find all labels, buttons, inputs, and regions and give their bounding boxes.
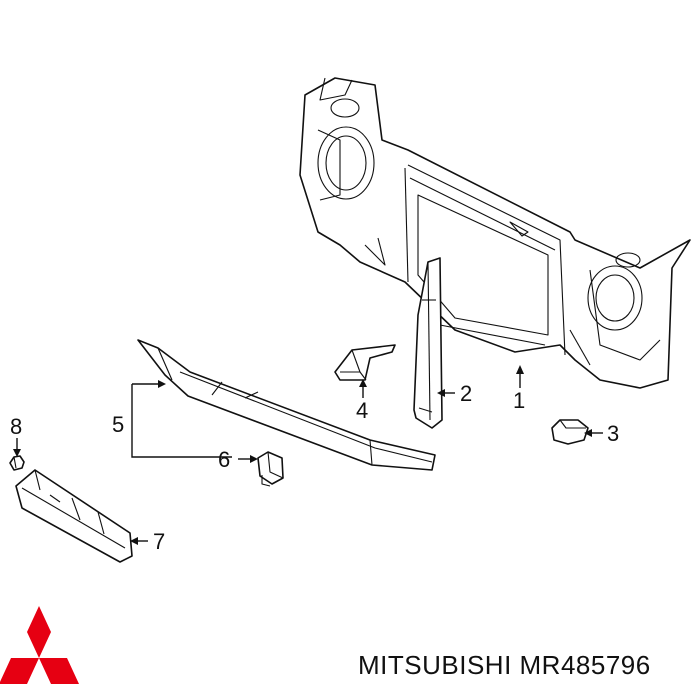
brand-part-number: MITSUBISHI MR485796 (358, 650, 651, 680)
callout-3: 3 (607, 421, 619, 446)
callout-4: 4 (356, 398, 368, 423)
callout-1: 1 (513, 388, 525, 413)
part-5-lower-crossmember (137, 339, 436, 471)
mitsubishi-three-diamonds-logo (0, 606, 79, 684)
part-6-clip (257, 451, 284, 487)
leader-lines (13, 365, 603, 545)
part-7-lower-panel (15, 469, 133, 563)
part-1-radiator-support (299, 77, 691, 389)
part-4-bracket (334, 344, 396, 381)
callout-labels: 1 2 3 4 5 6 7 8 (10, 381, 619, 554)
callout-5: 5 (112, 412, 124, 437)
part-2-center-stay (413, 257, 443, 429)
part-3-rubber-cushion (551, 419, 589, 445)
callout-6: 6 (218, 447, 230, 472)
callout-2: 2 (460, 381, 472, 406)
callout-8: 8 (10, 414, 22, 439)
callout-7: 7 (153, 529, 165, 554)
part-8-fastener (9, 455, 25, 471)
